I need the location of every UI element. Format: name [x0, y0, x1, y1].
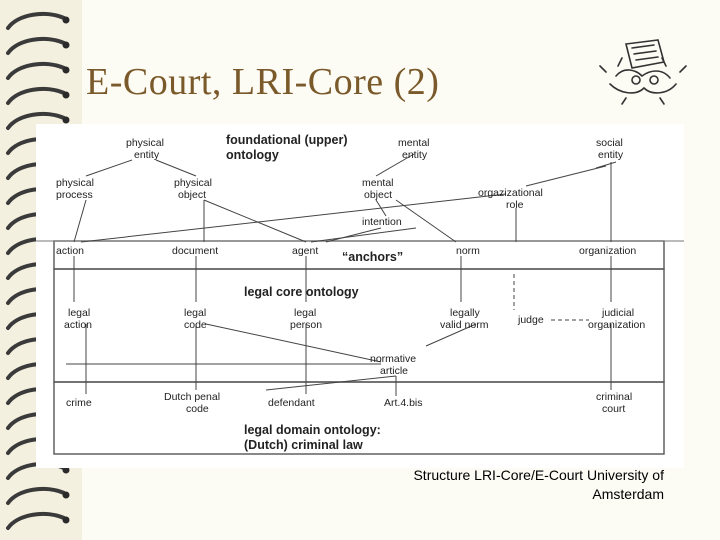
node-legally-valid-norm: legally: [450, 307, 481, 319]
spiral-coil: [6, 61, 66, 80]
upper-ontology-heading: foundational (upper): [226, 133, 348, 147]
node-legal-person-2: person: [290, 319, 322, 331]
anchor-agent: agent: [292, 245, 318, 257]
node-legal-action: legal: [68, 307, 90, 319]
node-social-entity-2: entity: [598, 149, 624, 161]
slide-title: E-Court, LRI-Core (2): [86, 61, 440, 103]
node-mental-object: mental: [362, 177, 394, 189]
legal-core-band: [53, 268, 665, 383]
node-social-entity: social: [596, 137, 623, 149]
legal-domain-heading: legal domain ontology:: [244, 423, 381, 437]
node-physical-object-2: object: [178, 189, 206, 201]
node-mental-entity-2: entity: [402, 149, 428, 161]
node-judge: judge: [517, 314, 544, 326]
spiral-coil: [6, 11, 66, 30]
spiral-hole: [62, 66, 70, 74]
spiral-hole: [62, 516, 70, 524]
spiral-hole: [62, 91, 70, 99]
node-intention: intention: [362, 216, 402, 228]
node-physical-entity: physical: [126, 137, 164, 149]
upper-ontology-heading-2: ontology: [226, 148, 279, 162]
node-criminal-court-2: court: [602, 403, 625, 415]
spiral-hole: [62, 16, 70, 24]
node-organizational-role: orgazizational: [478, 187, 543, 199]
spiral-hole: [62, 41, 70, 49]
clipart-illustration: [599, 39, 687, 105]
spiral-coil: [6, 486, 66, 505]
node-physical-entity-2: entity: [134, 149, 160, 161]
node-crime: crime: [66, 397, 92, 409]
node-legally-valid-norm-2: valid norm: [440, 319, 489, 331]
node-mental-object-2: object: [364, 189, 392, 201]
spiral-coil: [6, 36, 66, 55]
node-physical-object: physical: [174, 177, 212, 189]
node-criminal-court: criminal: [596, 391, 632, 403]
node-art-4-bis: Art.4.bis: [384, 397, 423, 409]
node-physical-process: physical: [56, 177, 94, 189]
node-legal-person: legal: [294, 307, 316, 319]
spiral-hole: [62, 491, 70, 499]
node-dutch-penal-code-2: code: [186, 403, 209, 415]
anchor-norm: norm: [456, 245, 480, 257]
node-legal-code: legal: [184, 307, 206, 319]
caption-line-1: Structure LRI-Core/E-Court University of: [413, 467, 664, 483]
node-dutch-penal-code: Dutch penal: [164, 391, 220, 403]
anchors-label: “anchors”: [342, 250, 403, 264]
spiral-coil: [6, 511, 66, 530]
anchor-document: document: [172, 245, 218, 257]
connector-lines: [66, 153, 617, 396]
spiral-coil: [6, 111, 66, 130]
anchor-organization: organization: [579, 245, 636, 257]
spiral-hole: [62, 466, 70, 474]
legal-core-heading: legal core ontology: [244, 285, 359, 299]
node-judicial-organization: judicial: [601, 307, 634, 319]
legal-domain-heading-2: (Dutch) criminal law: [244, 438, 363, 452]
node-defendant: defendant: [268, 397, 315, 409]
node-normative-article: normative: [370, 353, 416, 365]
node-normative-article-2: article: [380, 365, 408, 377]
node-judicial-organization-2: organization: [588, 319, 645, 331]
node-legal-code-2: code: [184, 319, 207, 331]
node-mental-entity: mental: [398, 137, 430, 149]
node-legal-action-2: action: [64, 319, 92, 331]
ontology-diagram-svg: foundational (upper) ontology physical e…: [36, 133, 684, 455]
slide-caption: Structure LRI-Core/E-Court University of…: [334, 466, 664, 504]
caption-line-2: Amsterdam: [592, 486, 664, 502]
ontology-diagram: foundational (upper) ontology physical e…: [36, 124, 684, 468]
spiral-coil: [6, 86, 66, 105]
node-organizational-role-2: role: [506, 199, 524, 211]
node-physical-process-2: process: [56, 189, 93, 201]
anchor-action: action: [56, 245, 84, 257]
legal-domain-band: [53, 381, 665, 455]
spiral-hole: [62, 116, 70, 124]
